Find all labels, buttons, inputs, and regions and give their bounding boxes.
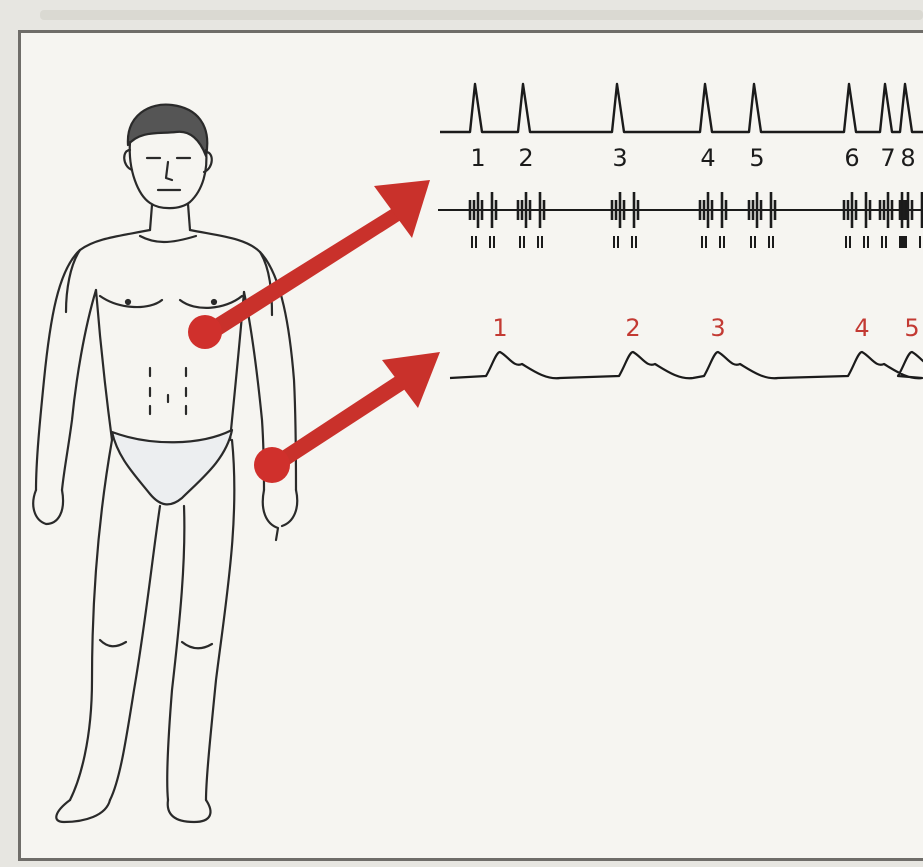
pulse-wave: 1 2 3 4 5 [450,314,923,378]
pulse-peak-number: 4 [854,314,869,342]
arrow-shaft [200,206,404,342]
right-leg-outer [206,440,234,800]
left-arm-outer [36,250,80,490]
collarbone [140,236,196,242]
ecg-line [440,84,923,132]
left-leg-outer [70,440,112,800]
nipple [212,300,216,304]
right-leg-inner [167,506,184,800]
right-hand [263,490,297,540]
wrist-sensor-arrow [254,352,440,483]
wrist-sensor [254,447,290,483]
abdomen-mark [150,368,186,414]
ecg-beat-number: 4 [700,144,715,172]
hair [128,105,207,156]
neck [150,205,152,230]
nose [166,162,172,180]
ecg-beat-number: 5 [749,144,764,172]
nipple [126,300,130,304]
right-foot [168,800,211,822]
arrow-shaft [268,372,410,472]
neck [188,204,190,230]
ecg-beat-number: 8 [900,144,915,172]
knee [182,642,212,648]
ecg-beat-number: 3 [612,144,627,172]
pulse-peak-number: 5 [904,314,919,342]
left-foot [56,800,110,822]
briefs [112,430,232,504]
ecg-beat-number: 7 [880,144,895,172]
phonocardiogram [438,192,923,248]
face [130,142,207,208]
knee [100,640,126,646]
ecg-beat-number: 1 [470,144,485,172]
chest-sensor-arrow [188,180,430,349]
left-leg-inner [110,506,160,800]
torso-side-left [96,290,112,440]
pulse-peak-number: 3 [710,314,725,342]
chest-sensor [188,315,222,349]
left-arm-inner [62,290,96,490]
left-hand [33,490,63,524]
pulse-line [450,352,923,378]
pulse-peak-number: 1 [492,314,507,342]
ecg-beat-number: 2 [518,144,533,172]
ecg-beat-number: 6 [844,144,859,172]
pulse-peak-number: 2 [625,314,640,342]
